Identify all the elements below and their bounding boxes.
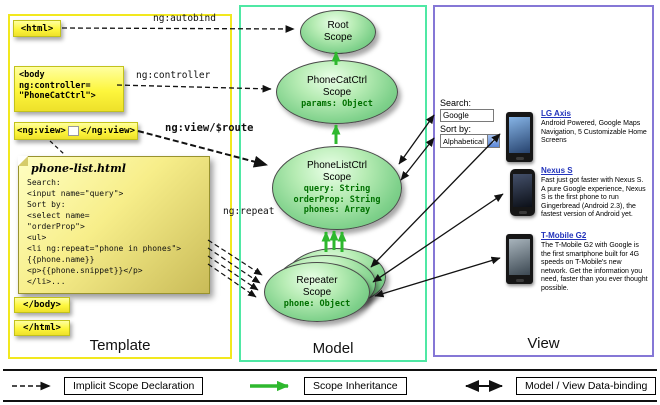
template-panel-label: Template — [89, 337, 151, 354]
ng-repeat-label: ng:repeat — [223, 206, 275, 217]
note-line: <li ng:repeat="phone in phones"> — [27, 244, 182, 253]
phone-description-tmobile-g2: The T-Mobile G2 with Google is the first… — [541, 242, 648, 292]
code-line: "PhoneCatCtrl"> — [19, 91, 96, 101]
note-line: Search: — [27, 178, 61, 187]
scope-property: phones: Array — [303, 205, 371, 216]
scope-word: Scope — [322, 86, 352, 98]
scope-property: phone: Object — [283, 298, 351, 309]
dashed-arrow-icon — [12, 381, 51, 391]
model-panel-label: Model — [312, 340, 354, 357]
repeater-scope-ellipse: Repeater Scope phone: Object — [264, 262, 370, 322]
note-line: {{phone.name}} — [27, 255, 95, 264]
scope-name: Repeater — [296, 274, 338, 286]
html-close-tag-box: </html> — [14, 320, 70, 336]
scope-name: PhoneCatCtrl — [306, 74, 368, 86]
legend-label: Model / View Data-binding — [516, 377, 657, 395]
legend-bottom-rule — [3, 400, 657, 402]
view-placeholder-box — [67, 126, 79, 136]
legend-top-rule — [3, 369, 657, 371]
phone-key — [518, 211, 527, 214]
scope-property: params: Object — [301, 98, 373, 109]
note-line: <input name="query"> — [27, 189, 124, 198]
phone-description-lg-axis: Android Powered, Google Maps Navigation,… — [541, 120, 647, 144]
root-scope-ellipse: Root Scope — [300, 10, 376, 54]
phone-link-tmobile-g2[interactable]: T-Mobile G2 — [541, 231, 587, 240]
phone-key — [515, 279, 524, 282]
code-text: </ng:view> — [80, 126, 135, 136]
note-fold — [18, 156, 28, 166]
note-title: phone-list.html — [31, 162, 126, 175]
note-line: <p>{{phone.snippet}}</p> — [27, 266, 143, 275]
phone-screen — [509, 239, 530, 275]
ng-controller-label: ng:controller — [136, 70, 211, 81]
note-line: </li>... — [27, 277, 66, 286]
legend-data-binding: Model / View Data-binding — [458, 377, 657, 395]
note-line: <ul> — [27, 233, 47, 242]
view-panel-label: View — [527, 335, 560, 352]
phonecatctrl-scope-ellipse: PhoneCatCtrl Scope params: Object — [276, 60, 398, 124]
phone-screen — [509, 117, 530, 153]
phone-link-nexus-s[interactable]: Nexus S — [541, 166, 573, 175]
sort-select-value: Alphabetical — [443, 136, 484, 146]
ng-view-tag-box: <ng:view> </ng:view> — [14, 122, 138, 140]
scope-name: PhoneListCtrl — [306, 160, 368, 172]
green-arrow-icon — [250, 380, 290, 392]
code-line: <body — [19, 70, 45, 80]
search-input[interactable] — [440, 109, 494, 122]
phone-image-nexus-s[interactable] — [510, 169, 535, 216]
scope-word: Scope — [302, 286, 332, 298]
body-close-tag-box: </body> — [14, 297, 70, 313]
code-text: <ng:view> — [17, 126, 66, 136]
phone-key — [515, 157, 524, 160]
note-line: Sort by: — [27, 200, 66, 209]
scope-property: query: String — [303, 184, 371, 195]
body-controller-box: <body ng:controller= "PhoneCatCtrl"> — [14, 66, 124, 112]
phone-screen — [513, 174, 532, 207]
phone-link-lg-axis[interactable]: LG Axis — [541, 109, 571, 118]
phone-list-note: phone-list.html Search: <input name="que… — [18, 156, 210, 294]
legend-scope-inheritance: Scope Inheritance — [248, 377, 407, 395]
scope-name: Root — [327, 20, 349, 31]
phone-image-lg-axis[interactable] — [506, 112, 533, 162]
ng-autobind-label: ng:autobind — [153, 13, 216, 24]
html-open-tag-box: <html> — [13, 20, 61, 37]
legend-label: Implicit Scope Declaration — [64, 377, 204, 395]
sort-select[interactable]: Alphabetical — [440, 134, 500, 148]
phone-image-tmobile-g2[interactable] — [506, 234, 533, 284]
note-line: "orderProp"> — [27, 222, 85, 231]
double-arrow-icon — [465, 380, 503, 392]
search-label: Search: — [440, 98, 472, 108]
phone-description-nexus-s: Fast just got faster with Nexus S. A pur… — [541, 177, 646, 218]
legend-label: Scope Inheritance — [304, 377, 407, 395]
dropdown-arrow-icon — [487, 135, 499, 147]
legend-implicit-scope: Implicit Scope Declaration — [10, 377, 204, 395]
note-line: <select name= — [27, 211, 90, 220]
scope-property: orderProp: String — [293, 194, 381, 205]
scope-word: Scope — [322, 172, 352, 184]
code-line: ng:controller= — [19, 80, 91, 91]
scope-word: Scope — [323, 32, 353, 43]
ng-view-route-label: ng:view/$route — [165, 122, 254, 134]
sort-by-label: Sort by: — [440, 124, 472, 134]
phonelistctrl-scope-ellipse: PhoneListCtrl Scope query: String orderP… — [272, 146, 402, 230]
